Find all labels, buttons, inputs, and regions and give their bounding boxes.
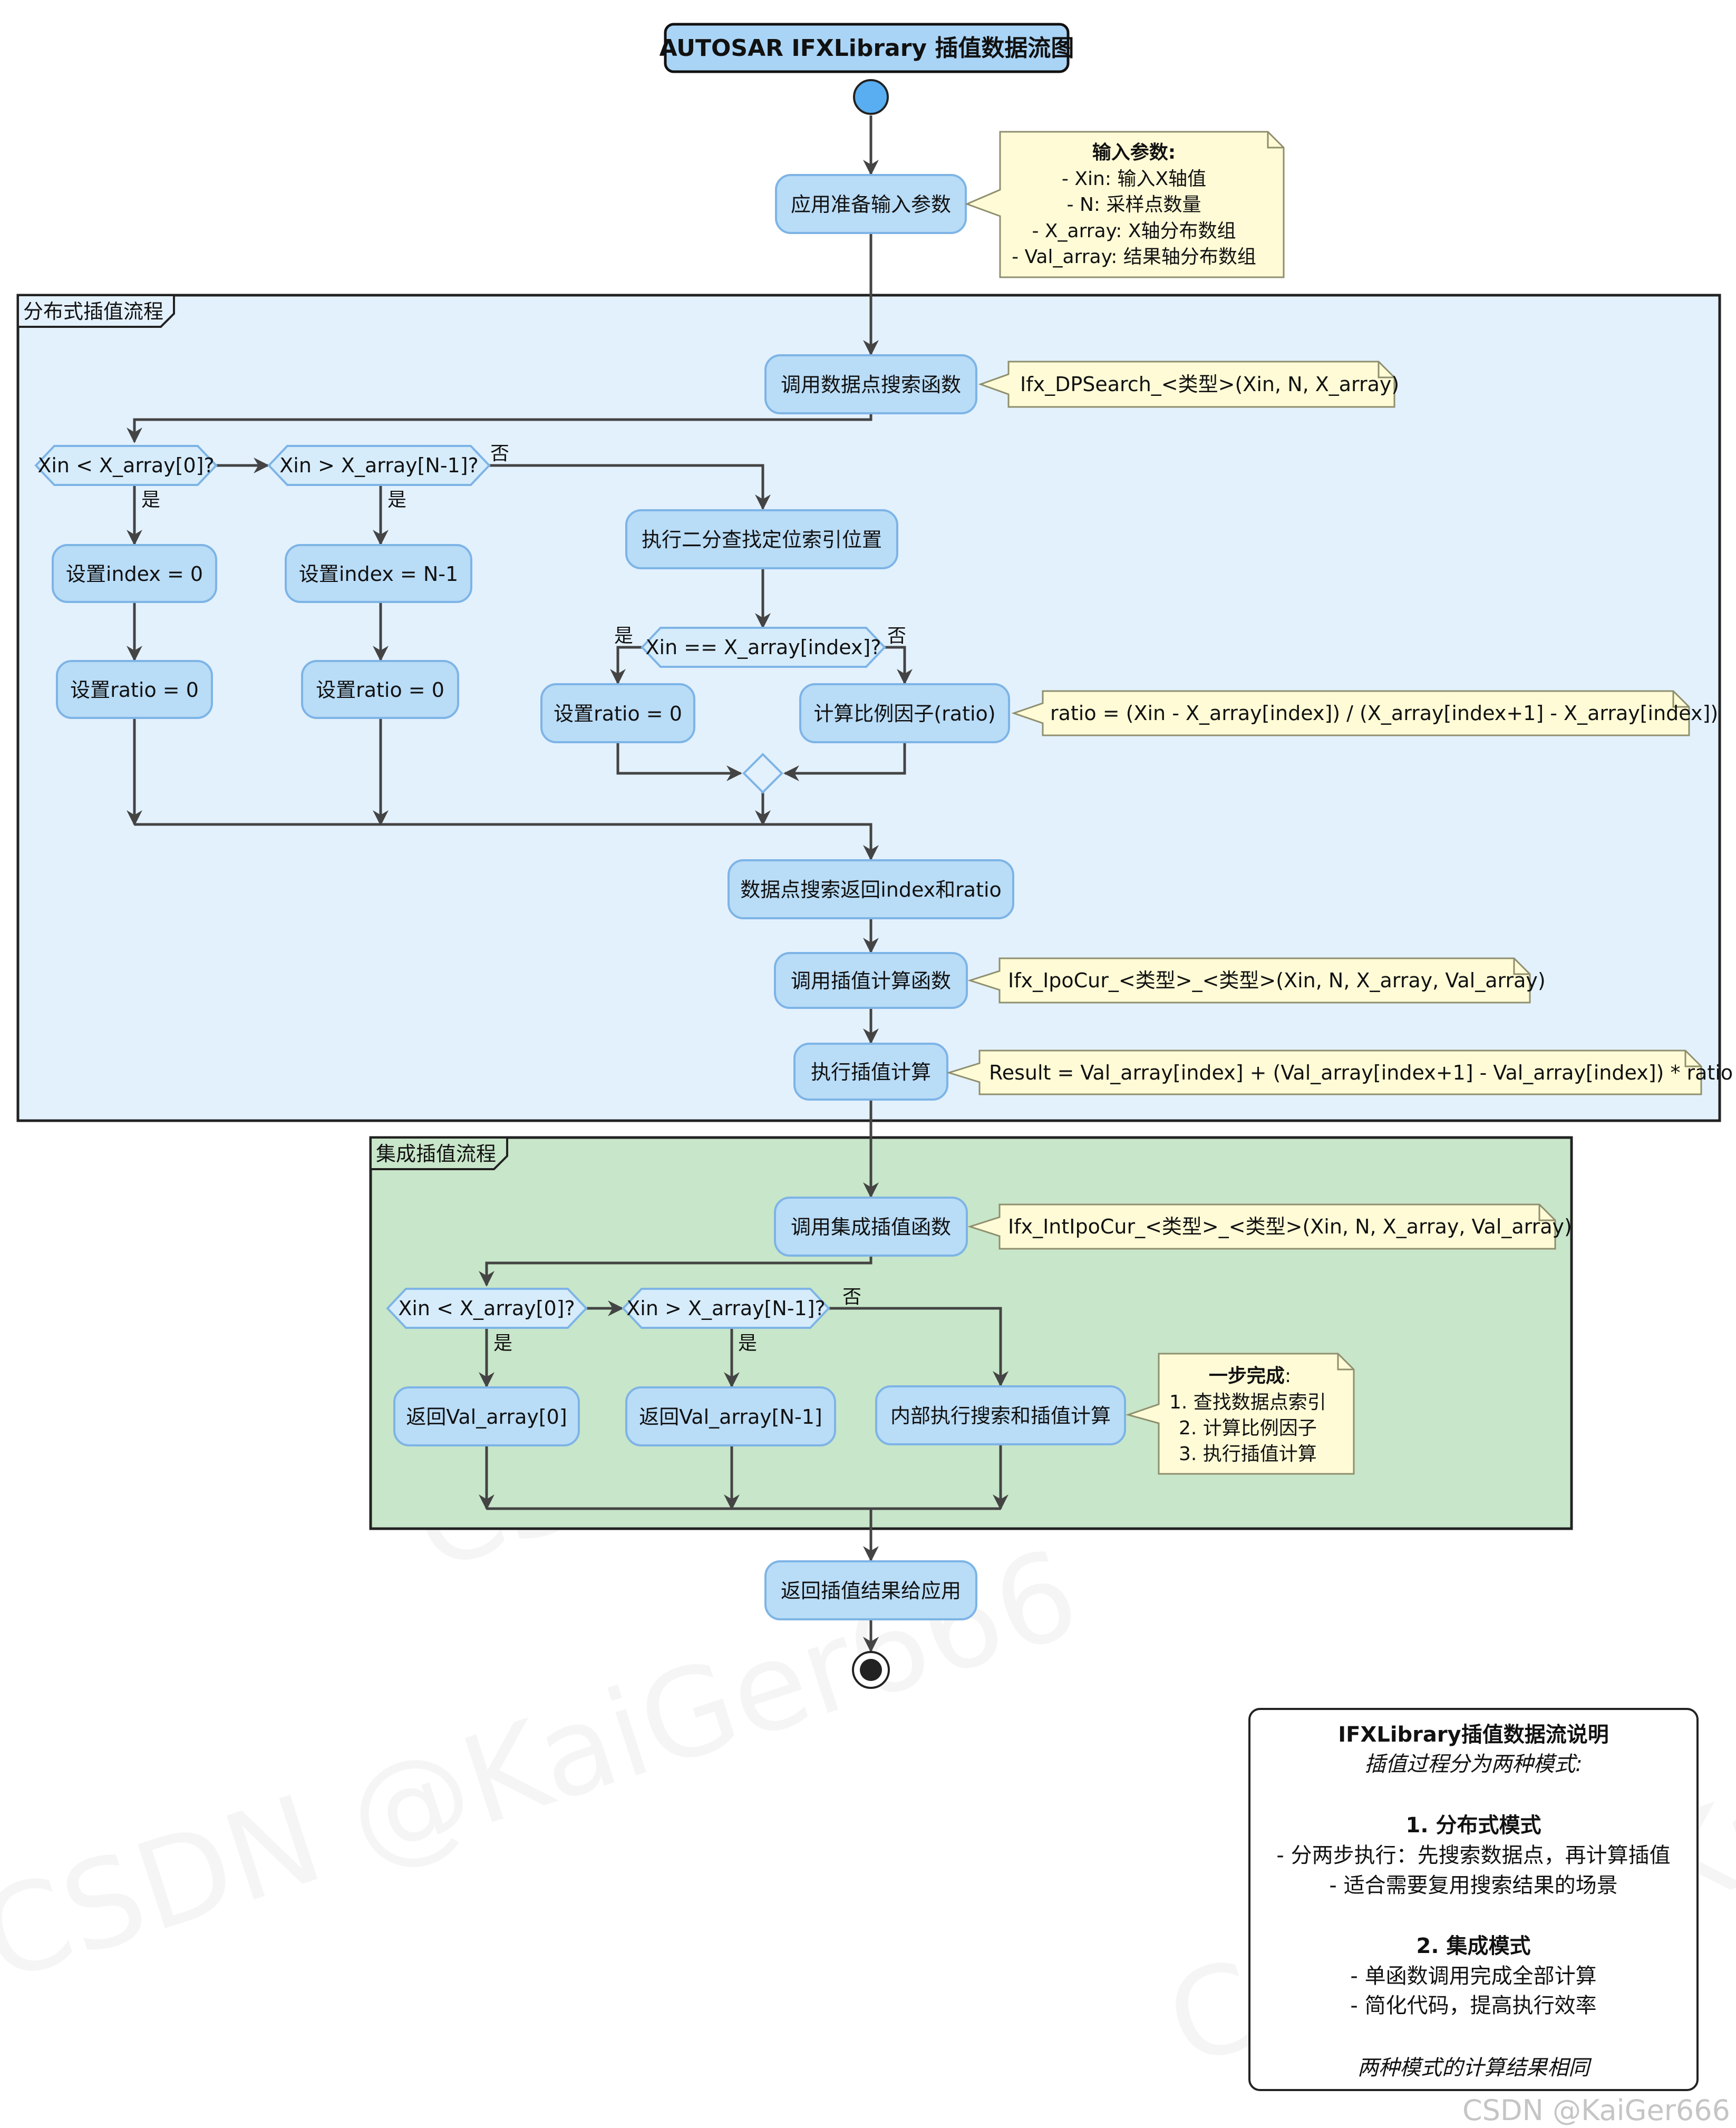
- decision-xin-equal: Xin == X_array[index]?: [641, 627, 886, 668]
- action-prepare-input: 应用准备输入参数: [775, 174, 967, 234]
- note-text: Ifx_IpoCur_<类型>_<类型>(Xin, N, X_array, Va…: [1008, 969, 1546, 992]
- one-step-line: 1. 查找数据点索引: [1169, 1392, 1326, 1413]
- action-label: 设置ratio = 0: [316, 678, 444, 702]
- decision-int-high: Xin > X_array[N-1]?: [622, 1288, 830, 1329]
- action-label: 设置index = 0: [66, 562, 203, 586]
- action-return-valn1: 返回Val_array[N-1]: [625, 1386, 836, 1446]
- action-label: 调用插值计算函数: [791, 969, 951, 993]
- decision-label: Xin > X_array[N-1]?: [626, 1297, 825, 1320]
- decision-label: Xin < X_array[0]?: [398, 1297, 575, 1320]
- action-binary-search: 执行二分查找定位索引位置: [625, 509, 898, 569]
- action-return-val0: 返回Val_array[0]: [393, 1386, 580, 1446]
- action-label: 设置index = N-1: [299, 562, 458, 586]
- exec-ipo-note: Result = Val_array[index] + (Val_array[i…: [946, 1050, 1733, 1095]
- legend-mode2-line: - 简化代码，提高执行效率: [1350, 1994, 1596, 2018]
- branch-label-yes: 是: [738, 1333, 757, 1354]
- action-label: 返回插值结果给应用: [781, 1579, 961, 1602]
- input-note-line: - Xin: 输入X轴值: [1062, 168, 1206, 190]
- action-set-ratio-0: 设置ratio = 0: [301, 660, 459, 719]
- diagram-title: AUTOSAR IFXLibrary 插值数据流图: [660, 23, 1074, 73]
- action-label: 调用集成插值函数: [791, 1216, 951, 1239]
- branch-label-yes: 是: [141, 489, 160, 511]
- action-label: 返回Val_array[N-1]: [639, 1405, 822, 1429]
- branch-label-no: 否: [887, 625, 906, 647]
- integrated-frame: 集成插值流程: [369, 1136, 1573, 1530]
- action-label: 返回Val_array[0]: [406, 1405, 567, 1429]
- action-internal-compute: 内部执行搜索和插值计算: [875, 1385, 1126, 1445]
- action-label: 执行插值计算: [811, 1061, 931, 1084]
- decision-xin-low: Xin < X_array[0]?: [34, 445, 218, 486]
- branch-label-yes: 是: [614, 625, 633, 647]
- decision-label: Xin > X_array[N-1]?: [279, 454, 478, 477]
- end-node: [852, 1651, 890, 1689]
- distributed-frame-label: 分布式插值流程: [23, 300, 163, 323]
- one-step-line: 3. 执行插值计算: [1179, 1443, 1317, 1465]
- legend-subtitle: 插值过程分为两种模式:: [1364, 1752, 1582, 1776]
- action-label: 数据点搜索返回index和ratio: [740, 878, 1002, 901]
- legend-mode1-title: 1. 分布式模式: [1406, 1813, 1541, 1838]
- action-call-search: 调用数据点搜索函数: [764, 354, 977, 414]
- action-label: 调用数据点搜索函数: [781, 373, 961, 396]
- one-step-line: 2. 计算比例因子: [1179, 1417, 1317, 1439]
- branch-label-yes: 是: [387, 489, 406, 511]
- action-set-ratio-0: 设置ratio = 0: [540, 683, 695, 743]
- action-set-index-0: 设置index = 0: [52, 544, 217, 603]
- action-exec-ipo: 执行插值计算: [793, 1043, 948, 1101]
- action-label: 设置ratio = 0: [554, 702, 682, 725]
- action-label: 内部执行搜索和插值计算: [890, 1404, 1111, 1427]
- action-label: 执行二分查找定位索引位置: [642, 528, 882, 551]
- legend-mode2-title: 2. 集成模式: [1417, 1934, 1531, 1958]
- action-set-index-n1: 设置index = N-1: [285, 544, 472, 603]
- action-return-index-ratio: 数据点搜索返回index和ratio: [728, 859, 1014, 919]
- one-step-heading: 一步完成:: [1209, 1365, 1291, 1387]
- action-call-int: 调用集成插值函数: [774, 1197, 968, 1257]
- action-calc-ratio: 计算比例因子(ratio): [799, 683, 1010, 743]
- input-note-line: - X_array: X轴分布数组: [1032, 220, 1236, 242]
- branch-label-no: 否: [842, 1286, 861, 1308]
- input-note-line: - N: 采样点数量: [1067, 194, 1201, 216]
- action-label: 设置ratio = 0: [70, 678, 199, 702]
- integrated-frame-label: 集成插值流程: [376, 1142, 496, 1165]
- connectors: [127, 115, 1008, 1653]
- action-call-ipo: 调用插值计算函数: [774, 952, 968, 1009]
- call-search-note: Ifx_DPSearch_<类型>(Xin, N, X_array): [978, 361, 1399, 408]
- legend-mode2-line: - 单函数调用完成全部计算: [1350, 1964, 1596, 1988]
- one-step-note: 一步完成: 1. 查找数据点索引 2. 计算比例因子 3. 执行插值计算: [1125, 1353, 1355, 1475]
- ratio-formula-note: ratio = (Xin - X_array[index]) / (X_arra…: [1011, 690, 1718, 736]
- legend-footer: 两种模式的计算结果相同: [1357, 2056, 1592, 2080]
- call-ipo-note: Ifx_IpoCur_<类型>_<类型>(Xin, N, X_array, Va…: [967, 957, 1546, 1004]
- title-text: AUTOSAR IFXLibrary 插值数据流图: [660, 35, 1074, 62]
- note-text: Result = Val_array[index] + (Val_array[i…: [989, 1061, 1733, 1084]
- branch-label-yes: 是: [493, 1333, 512, 1354]
- action-set-ratio-0: 设置ratio = 0: [56, 660, 213, 719]
- start-node: [853, 79, 889, 115]
- legend-title: IFXLibrary插值数据流说明: [1338, 1723, 1608, 1747]
- call-int-note: Ifx_IntIpoCur_<类型>_<类型>(Xin, N, X_array,…: [967, 1203, 1572, 1250]
- branch-label-no: 否: [490, 443, 509, 464]
- decision-xin-high: Xin > X_array[N-1]?: [267, 445, 491, 486]
- decision-label: Xin < X_array[0]?: [37, 454, 214, 477]
- input-parameters-note: 输入参数: - Xin: 输入X轴值 - N: 采样点数量 - X_array:…: [964, 131, 1285, 278]
- input-note-heading: 输入参数:: [1092, 142, 1176, 163]
- action-label: 应用准备输入参数: [791, 193, 951, 216]
- csdn-watermark: CSDN @KaiGer666: [1462, 2094, 1730, 2127]
- merge-node: [742, 753, 783, 794]
- legend-mode1-line: - 分两步执行：先搜索数据点，再计算插值: [1276, 1843, 1670, 1868]
- note-text: ratio = (Xin - X_array[index]) / (X_arra…: [1050, 702, 1718, 725]
- action-label: 计算比例因子(ratio): [813, 702, 995, 725]
- note-text: Ifx_DPSearch_<类型>(Xin, N, X_array): [1020, 373, 1399, 396]
- action-return-result: 返回插值结果给应用: [764, 1560, 977, 1620]
- legend-mode1-line: - 适合需要复用搜索结果的场景: [1329, 1873, 1617, 1898]
- decision-int-low: Xin < X_array[0]?: [386, 1288, 588, 1329]
- decision-label: Xin == X_array[index]?: [646, 636, 881, 659]
- input-note-line: - Val_array: 结果轴分布数组: [1012, 246, 1256, 268]
- note-text: Ifx_IntIpoCur_<类型>_<类型>(Xin, N, X_array,…: [1008, 1215, 1572, 1238]
- legend-box: IFXLibrary插值数据流说明 插值过程分为两种模式: 1. 分布式模式 -…: [1248, 1708, 1699, 2091]
